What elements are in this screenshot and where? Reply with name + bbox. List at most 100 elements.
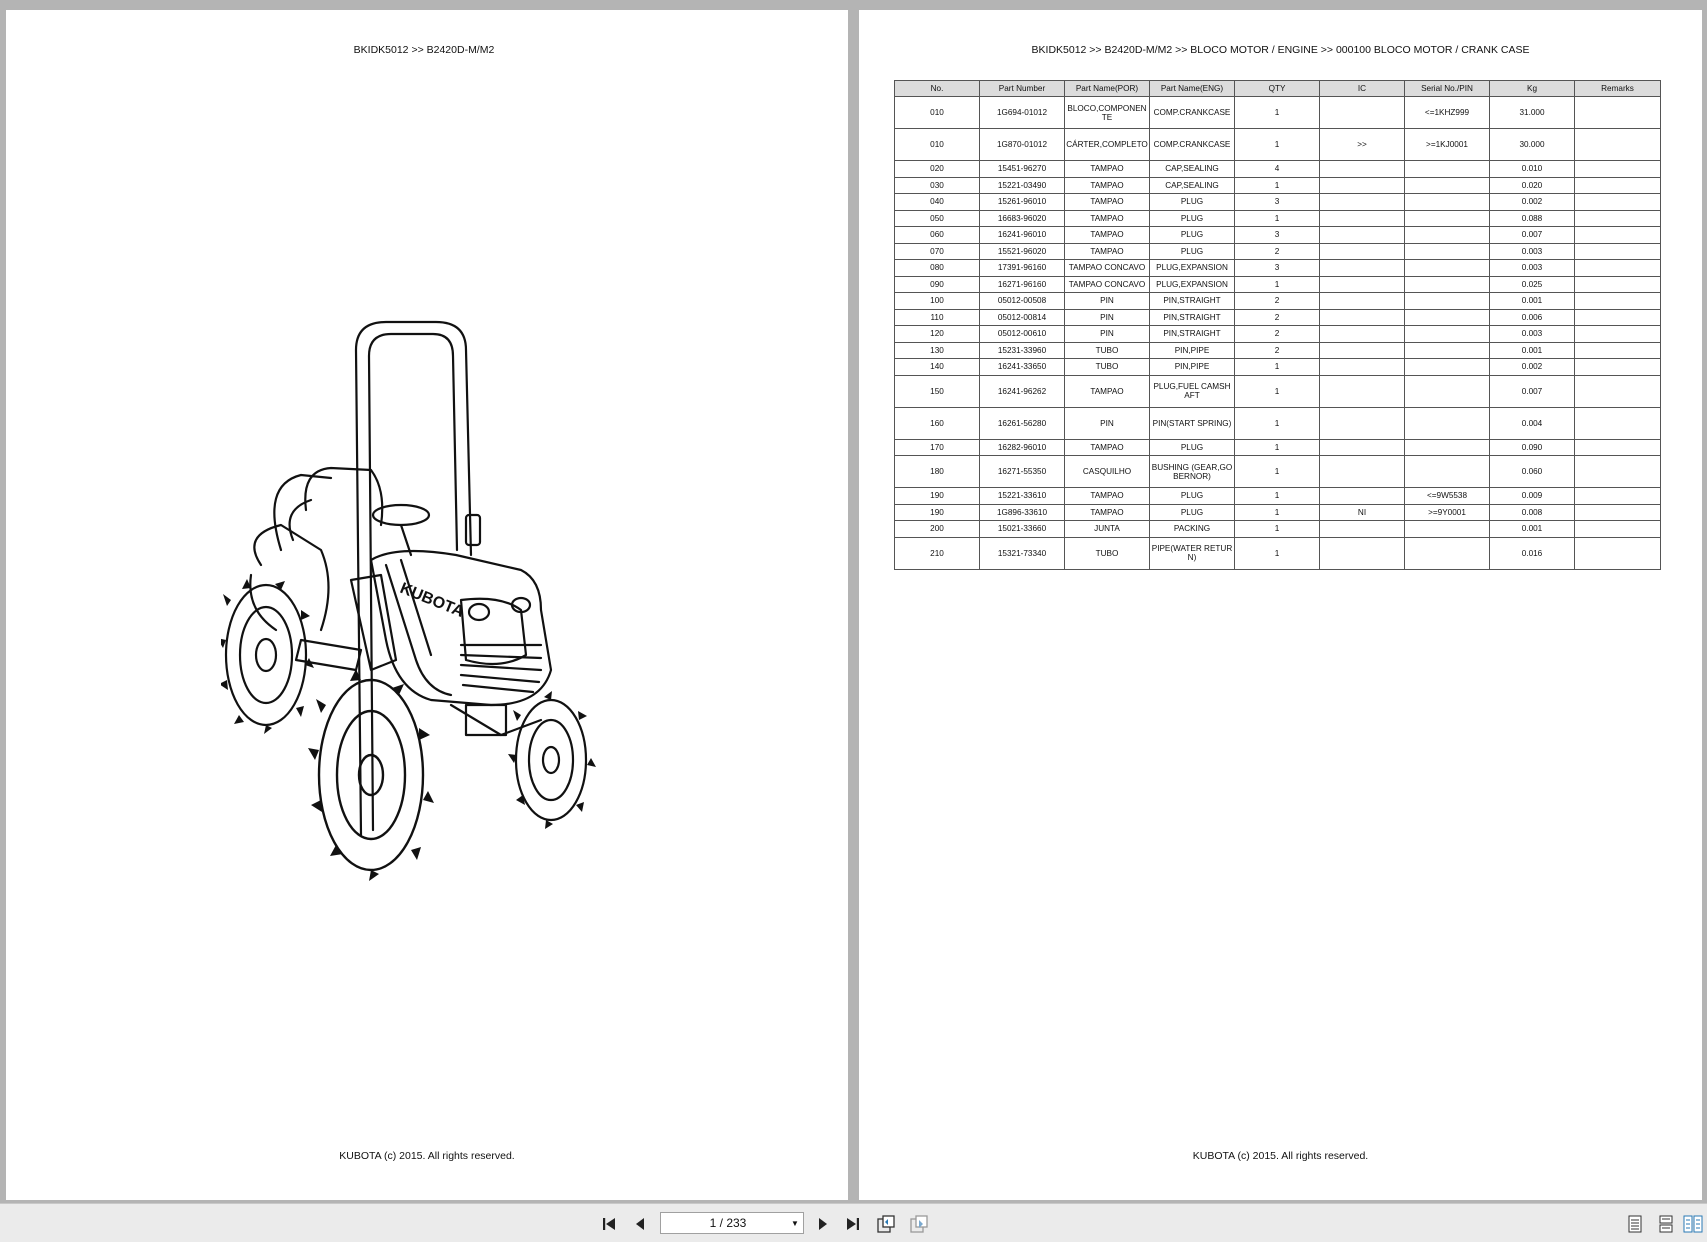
next-page-icon[interactable]: [812, 1213, 834, 1235]
table-cell: [1574, 503, 1661, 521]
table-cell: 0.003: [1489, 242, 1575, 260]
table-cell: 3: [1234, 193, 1320, 211]
table-cell: [1404, 242, 1490, 260]
table-cell: 0.016: [1489, 536, 1575, 570]
table-cell: 170: [894, 438, 980, 456]
table-cell: 16683-96020: [979, 209, 1065, 227]
table-cell: 010: [894, 96, 980, 129]
table-cell: TUBO: [1064, 536, 1150, 570]
table-cell: 1: [1234, 406, 1320, 440]
table-cell: [1319, 226, 1405, 244]
left-page-footer: KUBOTA (c) 2015. All rights reserved.: [339, 1150, 515, 1162]
continuous-view-icon[interactable]: [1655, 1213, 1677, 1235]
table-cell: 2: [1234, 308, 1320, 326]
table-cell: [1404, 193, 1490, 211]
brand-text: KUBOTA: [398, 580, 467, 621]
table-cell: 2: [1234, 325, 1320, 343]
table-cell: 15221-03490: [979, 176, 1065, 194]
column-header: Kg: [1489, 80, 1575, 97]
table-cell: [1319, 455, 1405, 488]
last-page-icon[interactable]: [842, 1213, 864, 1235]
table-cell: COMP.CRANKCASE: [1149, 128, 1235, 161]
table-cell: [1574, 242, 1661, 260]
table-cell: 070: [894, 242, 980, 260]
table-cell: [1574, 455, 1661, 488]
table-cell: <=9W5538: [1404, 487, 1490, 505]
table-cell: 0.009: [1489, 487, 1575, 505]
table-cell: 16282-96010: [979, 438, 1065, 456]
thumbnail-icon[interactable]: [908, 1213, 930, 1235]
table-cell: PLUG: [1149, 503, 1235, 521]
table-cell: [1574, 438, 1661, 456]
table-cell: 190: [894, 487, 980, 505]
table-cell: 16241-33650: [979, 358, 1065, 376]
table-cell: 3: [1234, 259, 1320, 277]
table-cell: 080: [894, 259, 980, 277]
table-cell: 2: [1234, 292, 1320, 310]
table-cell: [1319, 160, 1405, 178]
page-number-input[interactable]: 1 / 233 ▼: [660, 1212, 804, 1234]
table-cell: PLUG: [1149, 438, 1235, 456]
column-header: Serial No./PIN: [1404, 80, 1490, 97]
table-cell: [1319, 209, 1405, 227]
single-page-view-icon[interactable]: [1624, 1213, 1646, 1235]
table-cell: 15231-33960: [979, 341, 1065, 359]
two-page-view-icon[interactable]: [1682, 1213, 1704, 1235]
table-cell: [1574, 487, 1661, 505]
table-cell: [1319, 259, 1405, 277]
table-cell: 140: [894, 358, 980, 376]
table-cell: PIPE(WATER RETURN): [1149, 536, 1235, 570]
table-cell: PLUG: [1149, 487, 1235, 505]
table-cell: 040: [894, 193, 980, 211]
table-cell: [1404, 209, 1490, 227]
table-cell: [1404, 292, 1490, 310]
prev-page-icon[interactable]: [629, 1213, 651, 1235]
table-cell: 1: [1234, 96, 1320, 129]
table-cell: 16241-96262: [979, 374, 1065, 408]
table-cell: [1404, 176, 1490, 194]
table-cell: PIN: [1064, 292, 1150, 310]
table-cell: 0.002: [1489, 193, 1575, 211]
table-cell: 1G896-33610: [979, 503, 1065, 521]
table-cell: CAP,SEALING: [1149, 160, 1235, 178]
table-cell: TAMPAO: [1064, 226, 1150, 244]
table-cell: [1319, 325, 1405, 343]
table-cell: CASQUILHO: [1064, 455, 1150, 488]
table-cell: [1574, 128, 1661, 161]
table-cell: [1574, 176, 1661, 194]
table-cell: 0.060: [1489, 455, 1575, 488]
chevron-down-icon[interactable]: ▼: [791, 1218, 799, 1228]
rotate-icon[interactable]: [875, 1213, 897, 1235]
table-cell: 0.001: [1489, 341, 1575, 359]
table-cell: 030: [894, 176, 980, 194]
table-cell: 2: [1234, 341, 1320, 359]
table-cell: PIN: [1064, 406, 1150, 440]
table-cell: 210: [894, 536, 980, 570]
table-cell: 15021-33660: [979, 520, 1065, 538]
table-cell: 0.010: [1489, 160, 1575, 178]
table-cell: [1574, 193, 1661, 211]
table-cell: 0.004: [1489, 406, 1575, 440]
table-cell: [1319, 374, 1405, 408]
table-cell: PIN,STRAIGHT: [1149, 308, 1235, 326]
table-cell: TAMPAO: [1064, 176, 1150, 194]
table-cell: 050: [894, 209, 980, 227]
table-cell: 010: [894, 128, 980, 161]
table-cell: 110: [894, 308, 980, 326]
table-cell: 16241-96010: [979, 226, 1065, 244]
table-cell: [1404, 226, 1490, 244]
table-cell: [1574, 226, 1661, 244]
table-cell: 2: [1234, 242, 1320, 260]
table-cell: 15261-96010: [979, 193, 1065, 211]
table-cell: 1: [1234, 358, 1320, 376]
table-cell: PIN,PIPE: [1149, 341, 1235, 359]
table-cell: PIN: [1064, 308, 1150, 326]
first-page-icon[interactable]: [598, 1213, 620, 1235]
table-cell: [1574, 325, 1661, 343]
